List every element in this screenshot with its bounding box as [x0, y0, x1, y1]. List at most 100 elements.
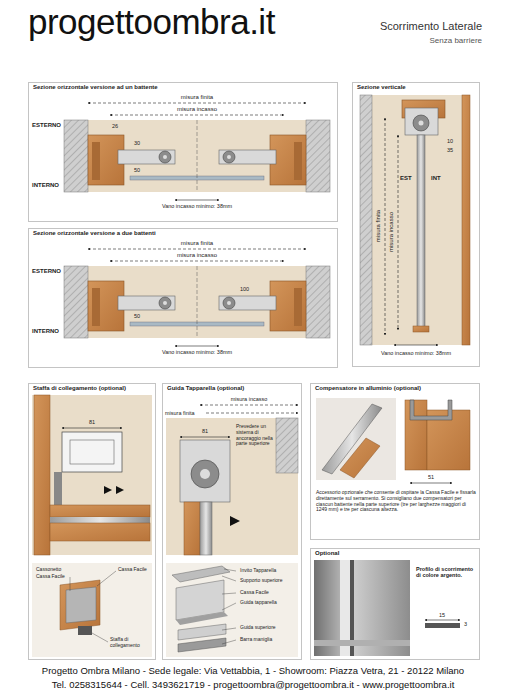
- panel-box: Optional: [310, 548, 480, 660]
- svg-rect: [34, 395, 50, 555]
- svg-path: [66, 587, 96, 623]
- dimension-value: 26: [112, 123, 118, 129]
- text-label: Progetto Ombra Milano - Sede legale: Via…: [42, 666, 464, 677]
- text-label: misura finita: [181, 94, 213, 101]
- logo-title: progettoombra.it: [28, 2, 275, 42]
- svg-rect: [413, 326, 429, 332]
- svg-rect: [50, 505, 150, 517]
- panel-box: Sezione verticale: [352, 82, 480, 367]
- svg-rect: [405, 400, 427, 470]
- svg-circle: [413, 115, 429, 131]
- vertical-section: [360, 95, 470, 345]
- svg-line: [394, 345, 438, 346]
- text-label: Cassonetto: [36, 567, 61, 573]
- svg-rect: [180, 440, 230, 502]
- svg-line: [62, 428, 122, 429]
- svg-rect: [70, 440, 114, 464]
- svg-rect: [417, 135, 425, 330]
- svg-rect: [462, 95, 470, 345]
- panel-box: Sezione orizzontale versione ad un batte…: [28, 82, 338, 222]
- svg-rect: [166, 563, 298, 657]
- svg-line: [222, 593, 236, 594]
- text-label: misura incasso: [177, 252, 217, 259]
- svg-line: [410, 483, 452, 484]
- svg-rect: [50, 523, 150, 541]
- svg-line: [224, 569, 236, 571]
- panel-heading: Staffa di collegamento (optional): [33, 385, 126, 391]
- svg-path: [178, 638, 226, 652]
- svg-circle: [191, 460, 219, 488]
- svg-line: [398, 135, 399, 330]
- svg-path: [230, 516, 240, 526]
- panel-heading: Sezione orizzontale versione a due batte…: [33, 230, 156, 236]
- svg-path: [178, 624, 226, 640]
- svg-rect: [276, 418, 298, 473]
- text-label: INTERNO: [32, 182, 59, 189]
- svg-line: [180, 437, 230, 438]
- text-label: INT: [431, 175, 441, 182]
- text-label: Staffa di collegamento: [110, 637, 150, 649]
- svg-rect: [314, 560, 410, 656]
- text-label: misura finita: [181, 240, 213, 247]
- shutter-guide-illustration: [166, 405, 298, 657]
- svg-rect: [50, 517, 150, 523]
- svg-line: [222, 640, 236, 644]
- panel-heading: Sezione verticale: [357, 84, 406, 90]
- text-label: misura incasso: [388, 212, 395, 252]
- svg-line: [200, 405, 298, 406]
- svg-line: [97, 571, 116, 586]
- svg-rect: [360, 95, 372, 345]
- svg-line: [206, 413, 298, 414]
- svg-rect: [32, 563, 152, 657]
- svg-rect: [54, 472, 62, 505]
- text-label: Prevedere un sistema di ancoraggio nella…: [236, 424, 274, 447]
- text-label: ESTERNO: [32, 122, 61, 129]
- svg-path: [410, 400, 452, 420]
- compensator-illustration: [316, 398, 470, 483]
- svg-rect: [166, 418, 298, 555]
- svg-path: [60, 580, 100, 630]
- svg-line: [425, 620, 460, 621]
- svg-path: [340, 438, 380, 478]
- svg-rect: [184, 502, 200, 555]
- text-label: Scorrimento Laterale: [380, 20, 482, 33]
- svg-rect: [78, 626, 92, 635]
- text-label: Vano incasso minimo: 38mm: [162, 203, 232, 209]
- svg-line: [222, 628, 236, 630]
- svg-rect: [425, 623, 460, 628]
- text-label: Cassa Facile: [118, 567, 147, 573]
- text-label: Barra maniglia: [240, 637, 272, 643]
- panel-heading: Guida Tapparella (optional): [167, 385, 244, 391]
- double-leaf-section: [64, 249, 330, 346]
- svg-rect: [62, 432, 122, 472]
- single-leaf-section: [64, 103, 330, 200]
- panel-box: Sezione orizzontale versione a due batte…: [28, 228, 338, 368]
- text-label: Supporto superiore: [240, 578, 283, 584]
- dimension-value: 50: [134, 313, 140, 319]
- svg-circle: [200, 469, 210, 479]
- text-label: Tel. 0258315644 - Cell. 3493621719 - pro…: [52, 680, 455, 691]
- panel-heading: Sezione orizzontale versione ad un batte…: [33, 84, 158, 90]
- bracket-illustration: [32, 395, 152, 657]
- panel-box: Guida Tapparella (optional): [162, 383, 302, 660]
- text-label: Profilo di scorrimento di colore argento…: [416, 566, 476, 579]
- panel-box: Compensatore in alluminio (optional): [310, 383, 480, 540]
- dimension-value: 51: [428, 474, 434, 480]
- svg-rect: [314, 640, 410, 646]
- text-label: misura incasso: [231, 396, 268, 402]
- dimension-value: 100: [240, 286, 249, 292]
- dimension-value: 10: [447, 138, 453, 144]
- dimension-value: 3: [464, 621, 467, 627]
- dimension-value: 50: [134, 167, 140, 173]
- text-label: EST: [400, 175, 412, 182]
- svg-line: [385, 118, 386, 335]
- panel-heading: Optional: [315, 550, 339, 556]
- text-label: Guida superiore: [240, 625, 276, 631]
- panel-heading: Compensatore in alluminio (optional): [315, 385, 421, 391]
- svg-rect: [372, 95, 470, 345]
- text-label: Invito Tapparella: [240, 568, 276, 574]
- svg-line: [222, 576, 236, 581]
- dimension-value: 30: [134, 140, 140, 146]
- text-label: Guida tapparella: [240, 600, 277, 606]
